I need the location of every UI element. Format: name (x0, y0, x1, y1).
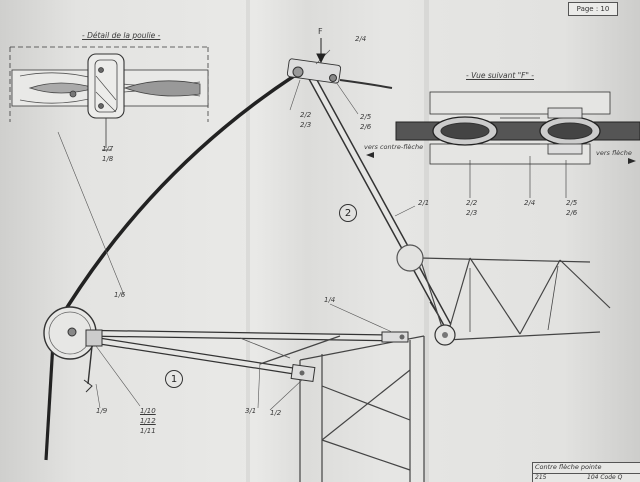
force-label: F (318, 27, 323, 36)
assembly-1-marker: 1 (165, 370, 183, 388)
title-block-code: 104 Code Q (587, 474, 623, 481)
view-f-title: - Vue suivant "F" - (466, 71, 535, 80)
callout-1-8-detail: 1/8 (102, 155, 114, 163)
arrow-right-icon (628, 158, 636, 164)
callout-1-9: 1/9 (96, 407, 108, 415)
callout-2-2-top: 2/2 (300, 111, 312, 119)
callout-1-10: 1/10 (140, 407, 156, 415)
arrow-left-icon (366, 152, 374, 158)
callout-2-4: 2/4 (355, 35, 367, 43)
callout-1-6: 1/6 (114, 291, 126, 299)
pulley-detail-title: - Détail de la poulie - (82, 31, 161, 40)
callout-2-4-view: 2/4 (524, 199, 536, 207)
leader-1-6 (57, 131, 125, 296)
callout-2-3-view: 2/3 (466, 209, 478, 217)
assembly-2-marker: 2 (339, 204, 357, 222)
fold-left (246, 0, 250, 482)
force-arrow (316, 38, 326, 64)
callout-1-11: 1/11 (140, 427, 156, 435)
callout-1-7-detail: 1/7 (102, 145, 114, 153)
counter-jib-strut (286, 58, 452, 328)
title-block-divider (533, 473, 640, 474)
callout-2-6-view: 2/6 (566, 209, 578, 217)
callout-2-2-view: 2/2 (466, 199, 478, 207)
page-number-box: Page : 10 (568, 2, 618, 16)
callout-1-2: 1/2 (270, 409, 282, 417)
view-f (395, 91, 640, 198)
callout-2-5-view: 2/5 (566, 199, 578, 207)
fold-right (424, 0, 429, 482)
page-number: Page : 10 (576, 4, 610, 13)
callout-2-1: 2/1 (418, 199, 430, 207)
leaders (95, 49, 416, 411)
direction-counter-jib: vers contre-flèche (364, 143, 424, 151)
jib-lattice (396, 244, 611, 341)
title-block: Contre flèche pointe 215 104 Code Q (532, 462, 640, 482)
jib-arm (75, 324, 456, 383)
tower-mast (299, 335, 425, 482)
callout-1-12: 1/12 (140, 417, 156, 425)
title-block-number: 215 (535, 474, 547, 481)
direction-jib: vers flèche (596, 149, 632, 157)
title-block-title: Contre flèche pointe (535, 463, 602, 471)
callout-2-5-top: 2/5 (360, 113, 372, 121)
callout-2-6-top: 2/6 (360, 123, 372, 131)
pulley-detail (9, 46, 209, 151)
pulley-wheel (43, 306, 103, 393)
callout-1-4: 1/4 (324, 296, 336, 304)
callout-2-3-top: 2/3 (300, 121, 312, 129)
main-cable (56, 72, 298, 323)
callout-3-1: 3/1 (245, 407, 257, 415)
